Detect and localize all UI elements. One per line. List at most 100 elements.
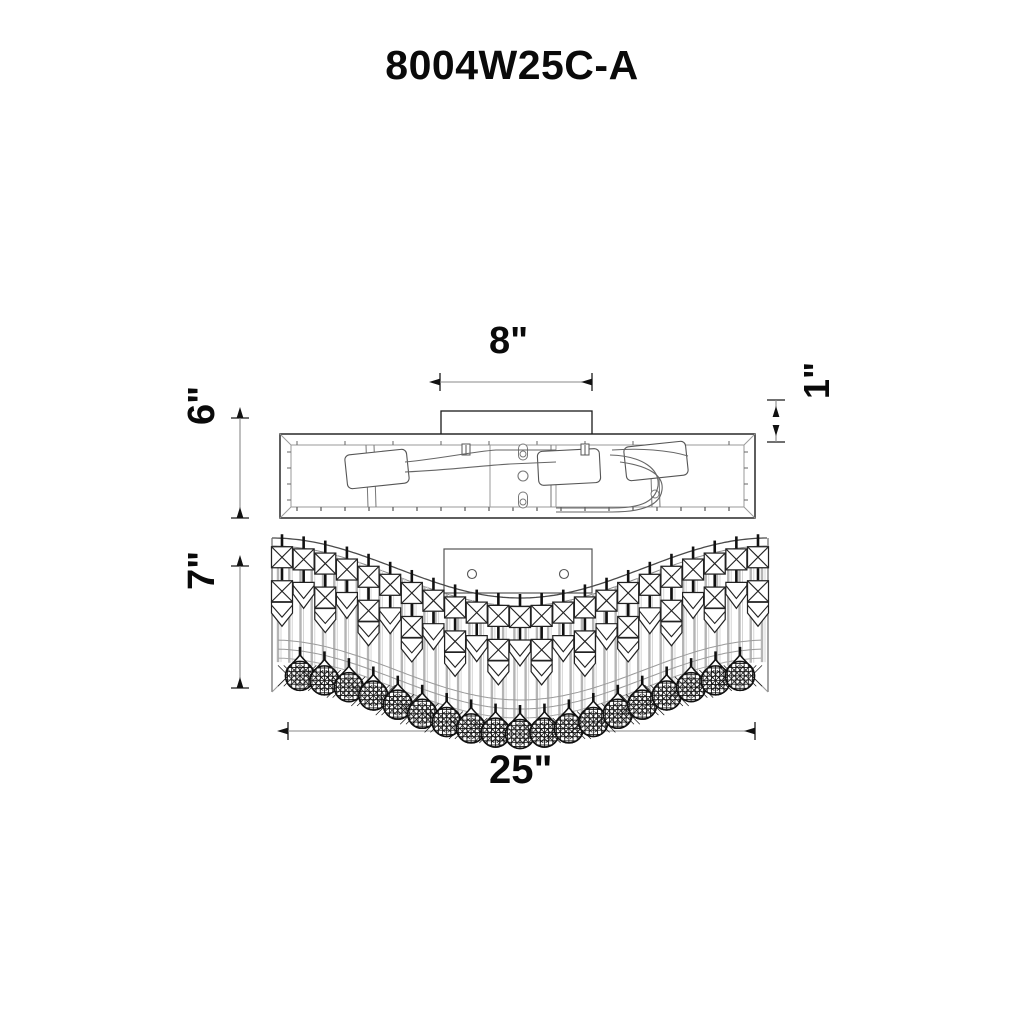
teardrop-facet-d2 bbox=[448, 717, 471, 740]
octagon-bead-row1-facet-b bbox=[444, 596, 466, 619]
pendalogue-prism-body bbox=[422, 623, 445, 651]
keyhole-slot-upper bbox=[518, 443, 528, 461]
octagon-bead-row1-facet-b bbox=[271, 546, 293, 569]
teardrop-crystal bbox=[326, 658, 372, 703]
octagon-bead-row1-facet-b bbox=[638, 573, 661, 596]
teardrop-facet-d2 bbox=[338, 676, 360, 698]
page-title: 8004W25C-A bbox=[385, 42, 639, 88]
octagon-bead-row2-facet-b bbox=[530, 638, 553, 661]
pendalogue-prism-facet bbox=[747, 604, 769, 618]
teardrop-facet-d2 bbox=[522, 721, 544, 744]
housing-mitre-0 bbox=[279, 433, 292, 446]
lamp-socket-left-body bbox=[344, 448, 410, 490]
teardrop-facet-d2 bbox=[558, 717, 580, 740]
octagon-bead-row2-facet-b bbox=[487, 638, 510, 661]
pendalogue-prism-facet bbox=[357, 624, 380, 638]
octagon-bead-row1-facet-b bbox=[465, 601, 488, 624]
teardrop-facet-d2 bbox=[302, 669, 324, 692]
octagon-bead-row2-facet-b bbox=[617, 616, 640, 638]
octagon-bead-row1-facet-b bbox=[422, 589, 445, 612]
lamp-socket-center bbox=[536, 448, 602, 486]
teardrop-facet-d2 bbox=[277, 665, 300, 687]
octagon-bead-row1-facet-b bbox=[379, 573, 402, 596]
teardrop-facet-d2 bbox=[717, 665, 740, 687]
dim-6in bbox=[231, 407, 249, 519]
dimension-label-depth-left: 6" bbox=[181, 385, 223, 425]
pendalogue-prism-body bbox=[530, 660, 553, 686]
teardrop-facet-d2 bbox=[473, 721, 495, 744]
wiring-harness-3 bbox=[556, 461, 663, 513]
teardrop-crystal bbox=[277, 646, 323, 692]
octagon-bead-row1-facet-b bbox=[574, 596, 596, 619]
pendalogue-prism-facet bbox=[573, 654, 596, 669]
pendalogue-prism-body bbox=[681, 591, 705, 620]
teardrop-facet-d2 bbox=[387, 693, 409, 716]
teardrop-facet-d2 bbox=[740, 665, 763, 687]
dimension-label-depth-top: 8" bbox=[489, 320, 529, 362]
teardrop-facet-d2 bbox=[644, 684, 666, 707]
pendalogue-prism-facet bbox=[509, 642, 531, 657]
octagon-bead-row1-facet-b bbox=[530, 604, 553, 627]
teardrop-facet-d2 bbox=[582, 711, 605, 733]
pendalogue-prism-body bbox=[314, 607, 337, 634]
pendalogue-prism-body bbox=[270, 601, 294, 628]
teardrop-facet-d2 bbox=[668, 676, 691, 698]
pendalogue-prism-body bbox=[595, 623, 618, 651]
teardrop-facet-d2 bbox=[693, 669, 715, 692]
keyhole-slot-lower-hole bbox=[519, 498, 527, 506]
teardrop-crystal bbox=[497, 705, 543, 750]
octagon-bead-row1-facet-b bbox=[617, 582, 640, 604]
octagon-bead-row1-facet-b bbox=[703, 552, 726, 575]
pendalogue-prism-facet bbox=[444, 654, 467, 669]
octagon-bead-row2-facet-b bbox=[703, 586, 726, 609]
octagon-bead-row2-facet-b bbox=[400, 616, 423, 638]
octagon-bead-row1-facet-b bbox=[336, 558, 358, 581]
dim-8in bbox=[429, 373, 593, 391]
teardrop-facet-d2 bbox=[619, 693, 642, 716]
pendalogue-prism-body bbox=[357, 621, 380, 647]
octagon-bead-row2-facet-b bbox=[444, 630, 466, 653]
teardrop-facet-d2 bbox=[424, 711, 446, 733]
teardrop-facet-d2 bbox=[533, 721, 556, 744]
dimension-label-width-front: 25" bbox=[489, 748, 553, 792]
wiring-harness-4 bbox=[611, 448, 689, 457]
front-view-drawing bbox=[270, 534, 770, 750]
teardrop-facet-d2 bbox=[484, 721, 507, 744]
octagon-bead-row2-facet-b bbox=[314, 586, 337, 609]
pendalogue-prism-body bbox=[617, 637, 640, 663]
octagon-bead-row2-facet-b bbox=[574, 630, 596, 653]
teardrop-facet-d2 bbox=[351, 684, 373, 707]
octagon-bead-row1-facet-b bbox=[725, 548, 748, 571]
teardrop-facet-d2 bbox=[655, 684, 678, 707]
keyhole-slot-upper-hole bbox=[519, 450, 527, 458]
pendalogue-prism-body bbox=[400, 637, 423, 663]
teardrop-facet-d2 bbox=[680, 676, 702, 698]
pendalogue-prism-facet bbox=[422, 626, 445, 641]
housing-mitre-2 bbox=[279, 506, 292, 519]
pendalogue-prism-body bbox=[660, 621, 683, 647]
pendalogue-prism-body bbox=[465, 635, 488, 663]
pendalogue-prism-facet bbox=[487, 663, 510, 677]
center-backplate bbox=[443, 548, 593, 594]
teardrop-crystal bbox=[717, 646, 763, 692]
keyhole-slot-lower bbox=[518, 491, 528, 509]
round-knockout bbox=[517, 470, 529, 482]
housing-mitre-3 bbox=[743, 506, 756, 519]
teardrop-facet-d2 bbox=[497, 723, 520, 745]
teardrop-facet-d2 bbox=[607, 703, 629, 725]
pendalogue-prism-body bbox=[443, 651, 467, 678]
pendalogue-prism-facet bbox=[595, 626, 618, 641]
teardrop-crystal bbox=[375, 675, 421, 720]
pendalogue-prism-facet bbox=[292, 585, 315, 600]
pendalogue-prism-body bbox=[379, 607, 402, 635]
teardrop-facet-d2 bbox=[411, 703, 433, 725]
octagon-bead-row1-facet-b bbox=[682, 558, 704, 581]
mounting-plate bbox=[440, 410, 593, 436]
teardrop-facet-d2 bbox=[704, 669, 727, 692]
pendalogue-prism-facet bbox=[400, 640, 423, 654]
pendalogue-prism-facet bbox=[335, 595, 358, 610]
octagon-bead-row1-facet-b bbox=[660, 565, 683, 588]
pendalogue-prism-facet bbox=[725, 585, 748, 600]
octagon-bead-row1-facet-b bbox=[292, 548, 315, 571]
pendalogue-prism-body bbox=[725, 581, 748, 610]
